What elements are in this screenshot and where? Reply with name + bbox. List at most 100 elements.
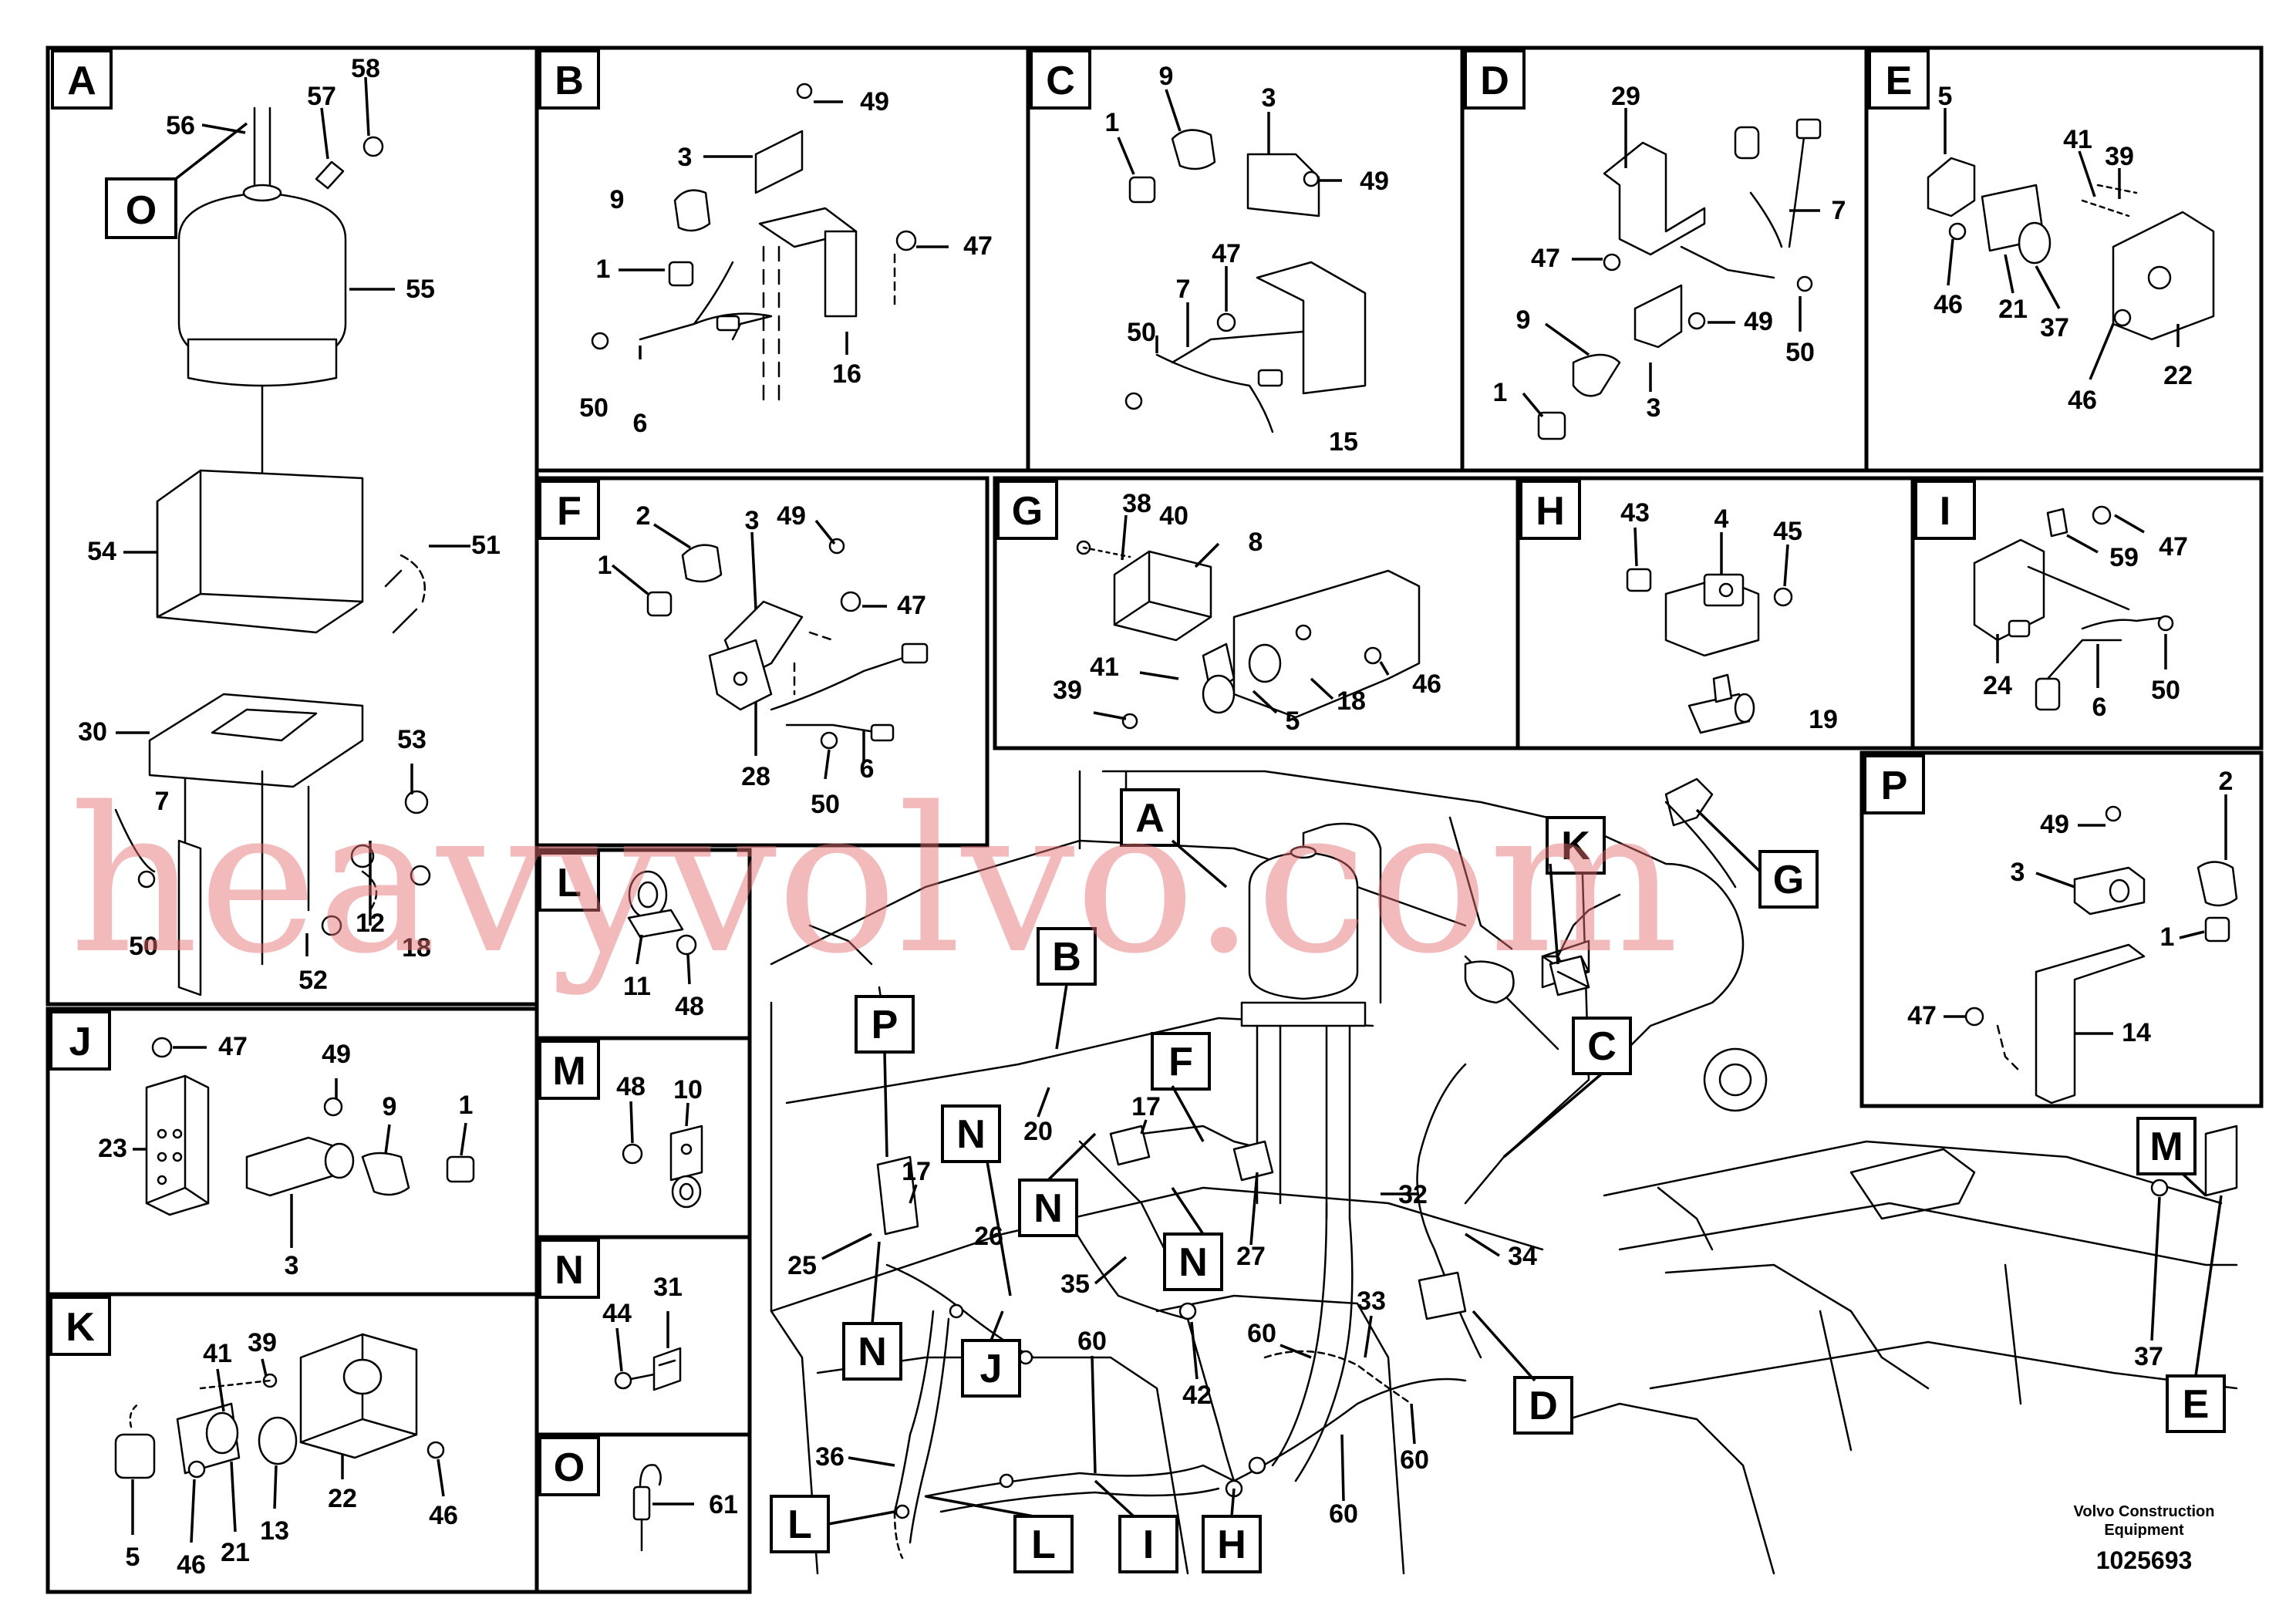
panel-j-drawing bbox=[145, 1037, 475, 1216]
panel-b: B 49 3 9 47 1 bbox=[538, 49, 993, 438]
panel-k-drawing bbox=[114, 1333, 445, 1479]
part-callout-number: 26 bbox=[974, 1222, 1003, 1251]
location-tag-box bbox=[1118, 1515, 1178, 1573]
part-callout-number: 2 bbox=[2219, 767, 2234, 796]
location-tag-box bbox=[105, 177, 177, 239]
location-tag-letter: M bbox=[2149, 1125, 2183, 1169]
part-callout-number: 16 bbox=[832, 359, 861, 389]
location-tag-box bbox=[49, 1296, 111, 1356]
part-callout-number: 49 bbox=[322, 1040, 351, 1069]
part-callout-number: 11 bbox=[623, 972, 651, 1001]
location-tag-box bbox=[1151, 1032, 1211, 1091]
panel-i-callouts: 59 47 24 6 50 bbox=[1983, 532, 2188, 722]
location-tag-letter: A bbox=[1135, 796, 1165, 841]
location-tag-box bbox=[538, 851, 600, 912]
part-callout-number: 9 bbox=[610, 185, 625, 214]
main-assembly-view: A K G B P F C N N N N J D L bbox=[770, 770, 2238, 1575]
part-callout-number: 50 bbox=[1127, 318, 1156, 347]
part-callout-number: 3 bbox=[1262, 83, 1276, 113]
part-callout-number: 1 bbox=[459, 1091, 474, 1120]
panel-f-drawing bbox=[646, 538, 929, 750]
panel-a: A bbox=[51, 49, 501, 996]
location-tag-box bbox=[538, 1436, 600, 1496]
part-callout-number: 37 bbox=[2040, 313, 2069, 342]
part-callout-number: 9 bbox=[1516, 305, 1531, 335]
location-tag-letter: G bbox=[1773, 858, 1804, 902]
panel-e-tag: E bbox=[1886, 59, 1913, 103]
panel-e-leaders bbox=[1944, 108, 2180, 380]
panel-o-drawing bbox=[632, 1464, 662, 1552]
location-tag-box bbox=[1163, 1233, 1223, 1291]
part-callout-number: 44 bbox=[602, 1299, 632, 1328]
part-callout-number: 42 bbox=[1182, 1381, 1212, 1410]
part-callout-number: 47 bbox=[218, 1032, 248, 1061]
part-callout-number: 58 bbox=[351, 54, 380, 83]
watermark-text: heavyvolvo.com bbox=[69, 765, 1679, 998]
panel-f: F 2 3 49 1 bbox=[538, 480, 929, 819]
panel-a-leaders bbox=[116, 76, 470, 956]
part-callout-number: 17 bbox=[1131, 1092, 1161, 1121]
panel-c-drawing bbox=[1124, 129, 1367, 433]
panel-j-callouts: 47 49 23 9 1 3 bbox=[98, 1032, 473, 1280]
panel-k-leaders bbox=[131, 1358, 445, 1543]
part-callout-number: 18 bbox=[402, 933, 431, 963]
part-callout-number: 47 bbox=[2159, 532, 2188, 561]
part-callout-number: 3 bbox=[745, 506, 760, 535]
part-callout-number: 33 bbox=[1357, 1286, 1386, 1316]
location-tag-letter: L bbox=[1031, 1523, 1056, 1567]
part-callout-number: 41 bbox=[203, 1339, 232, 1368]
part-callout-number: 12 bbox=[356, 909, 385, 938]
part-callout-number: 60 bbox=[1247, 1319, 1276, 1348]
panel-f-leaders bbox=[611, 519, 887, 780]
main-view-callouts: 20 17 17 32 25 26 27 35 34 33 60 60 60 bbox=[787, 1087, 2163, 1529]
panel-l-drawing bbox=[627, 870, 697, 956]
panel-h-callouts: 43 4 45 19 bbox=[1620, 498, 1838, 734]
part-callout-number: 41 bbox=[2063, 125, 2092, 154]
panel-p-callouts: 2 49 3 1 47 14 bbox=[1907, 767, 2233, 1047]
part-callout-number: 48 bbox=[675, 992, 704, 1021]
location-tag-box bbox=[842, 1322, 902, 1381]
panel-b-callouts: 49 3 9 47 1 50 6 16 bbox=[579, 87, 993, 438]
panel-m-callouts: 48 10 bbox=[616, 1072, 703, 1104]
part-callout-number: 31 bbox=[653, 1273, 683, 1302]
part-callout-number: 49 bbox=[1744, 307, 1773, 336]
part-callout-number: 17 bbox=[902, 1157, 931, 1186]
panel-c-callouts: 9 3 1 49 47 7 50 15 bbox=[1105, 62, 1389, 457]
part-callout-number: 5 bbox=[1938, 82, 1953, 111]
part-callout-number: 14 bbox=[2122, 1018, 2151, 1047]
location-tag-letter: F bbox=[1168, 1040, 1193, 1084]
panel-b-tag: B bbox=[555, 59, 584, 103]
part-callout-number: 47 bbox=[1531, 244, 1560, 273]
panel-i-leaders bbox=[1996, 514, 2167, 688]
hose-routing-drawing bbox=[876, 777, 2238, 1560]
location-tag-box bbox=[1202, 1515, 1262, 1573]
panel-h: H 43 4 45 19 bbox=[1519, 480, 1838, 734]
location-tag-letter: E bbox=[2183, 1382, 2210, 1427]
part-callout-number: 46 bbox=[177, 1550, 206, 1580]
location-tag-box bbox=[1914, 480, 1976, 540]
part-callout-number: 5 bbox=[1286, 706, 1300, 736]
part-callout-number: 47 bbox=[1907, 1001, 1937, 1030]
panel-n-callouts: 44 31 bbox=[602, 1273, 683, 1328]
location-tag-box bbox=[941, 1104, 1001, 1163]
part-callout-number: 49 bbox=[2040, 810, 2069, 839]
panel-l-leaders bbox=[636, 934, 691, 985]
panel-j: J 47 49 23 9 bbox=[49, 1010, 475, 1280]
part-callout-number: 15 bbox=[1329, 427, 1358, 457]
location-tag-letter: J bbox=[980, 1347, 1003, 1391]
part-callout-number: 60 bbox=[1329, 1499, 1358, 1529]
location-tag-box bbox=[49, 1010, 111, 1071]
location-tag-box bbox=[1519, 480, 1581, 540]
main-view-location-tags: A K G B P F C N N N N J D L bbox=[770, 788, 2226, 1573]
panel-g: G 38 40 8 41 39 bbox=[996, 480, 1441, 736]
panel-b-leaders bbox=[619, 100, 949, 359]
document-number: 1025693 bbox=[2096, 1546, 2193, 1574]
location-tag-letter: I bbox=[1143, 1523, 1154, 1567]
location-tag-box bbox=[961, 1339, 1021, 1398]
part-callout-number: 50 bbox=[1785, 338, 1815, 367]
location-tag-letter: K bbox=[1561, 824, 1590, 868]
location-tag-letter: P bbox=[872, 1003, 899, 1047]
part-callout-number: 3 bbox=[1647, 393, 1661, 423]
location-tag-box bbox=[770, 1495, 830, 1553]
part-callout-number: 49 bbox=[860, 87, 889, 116]
